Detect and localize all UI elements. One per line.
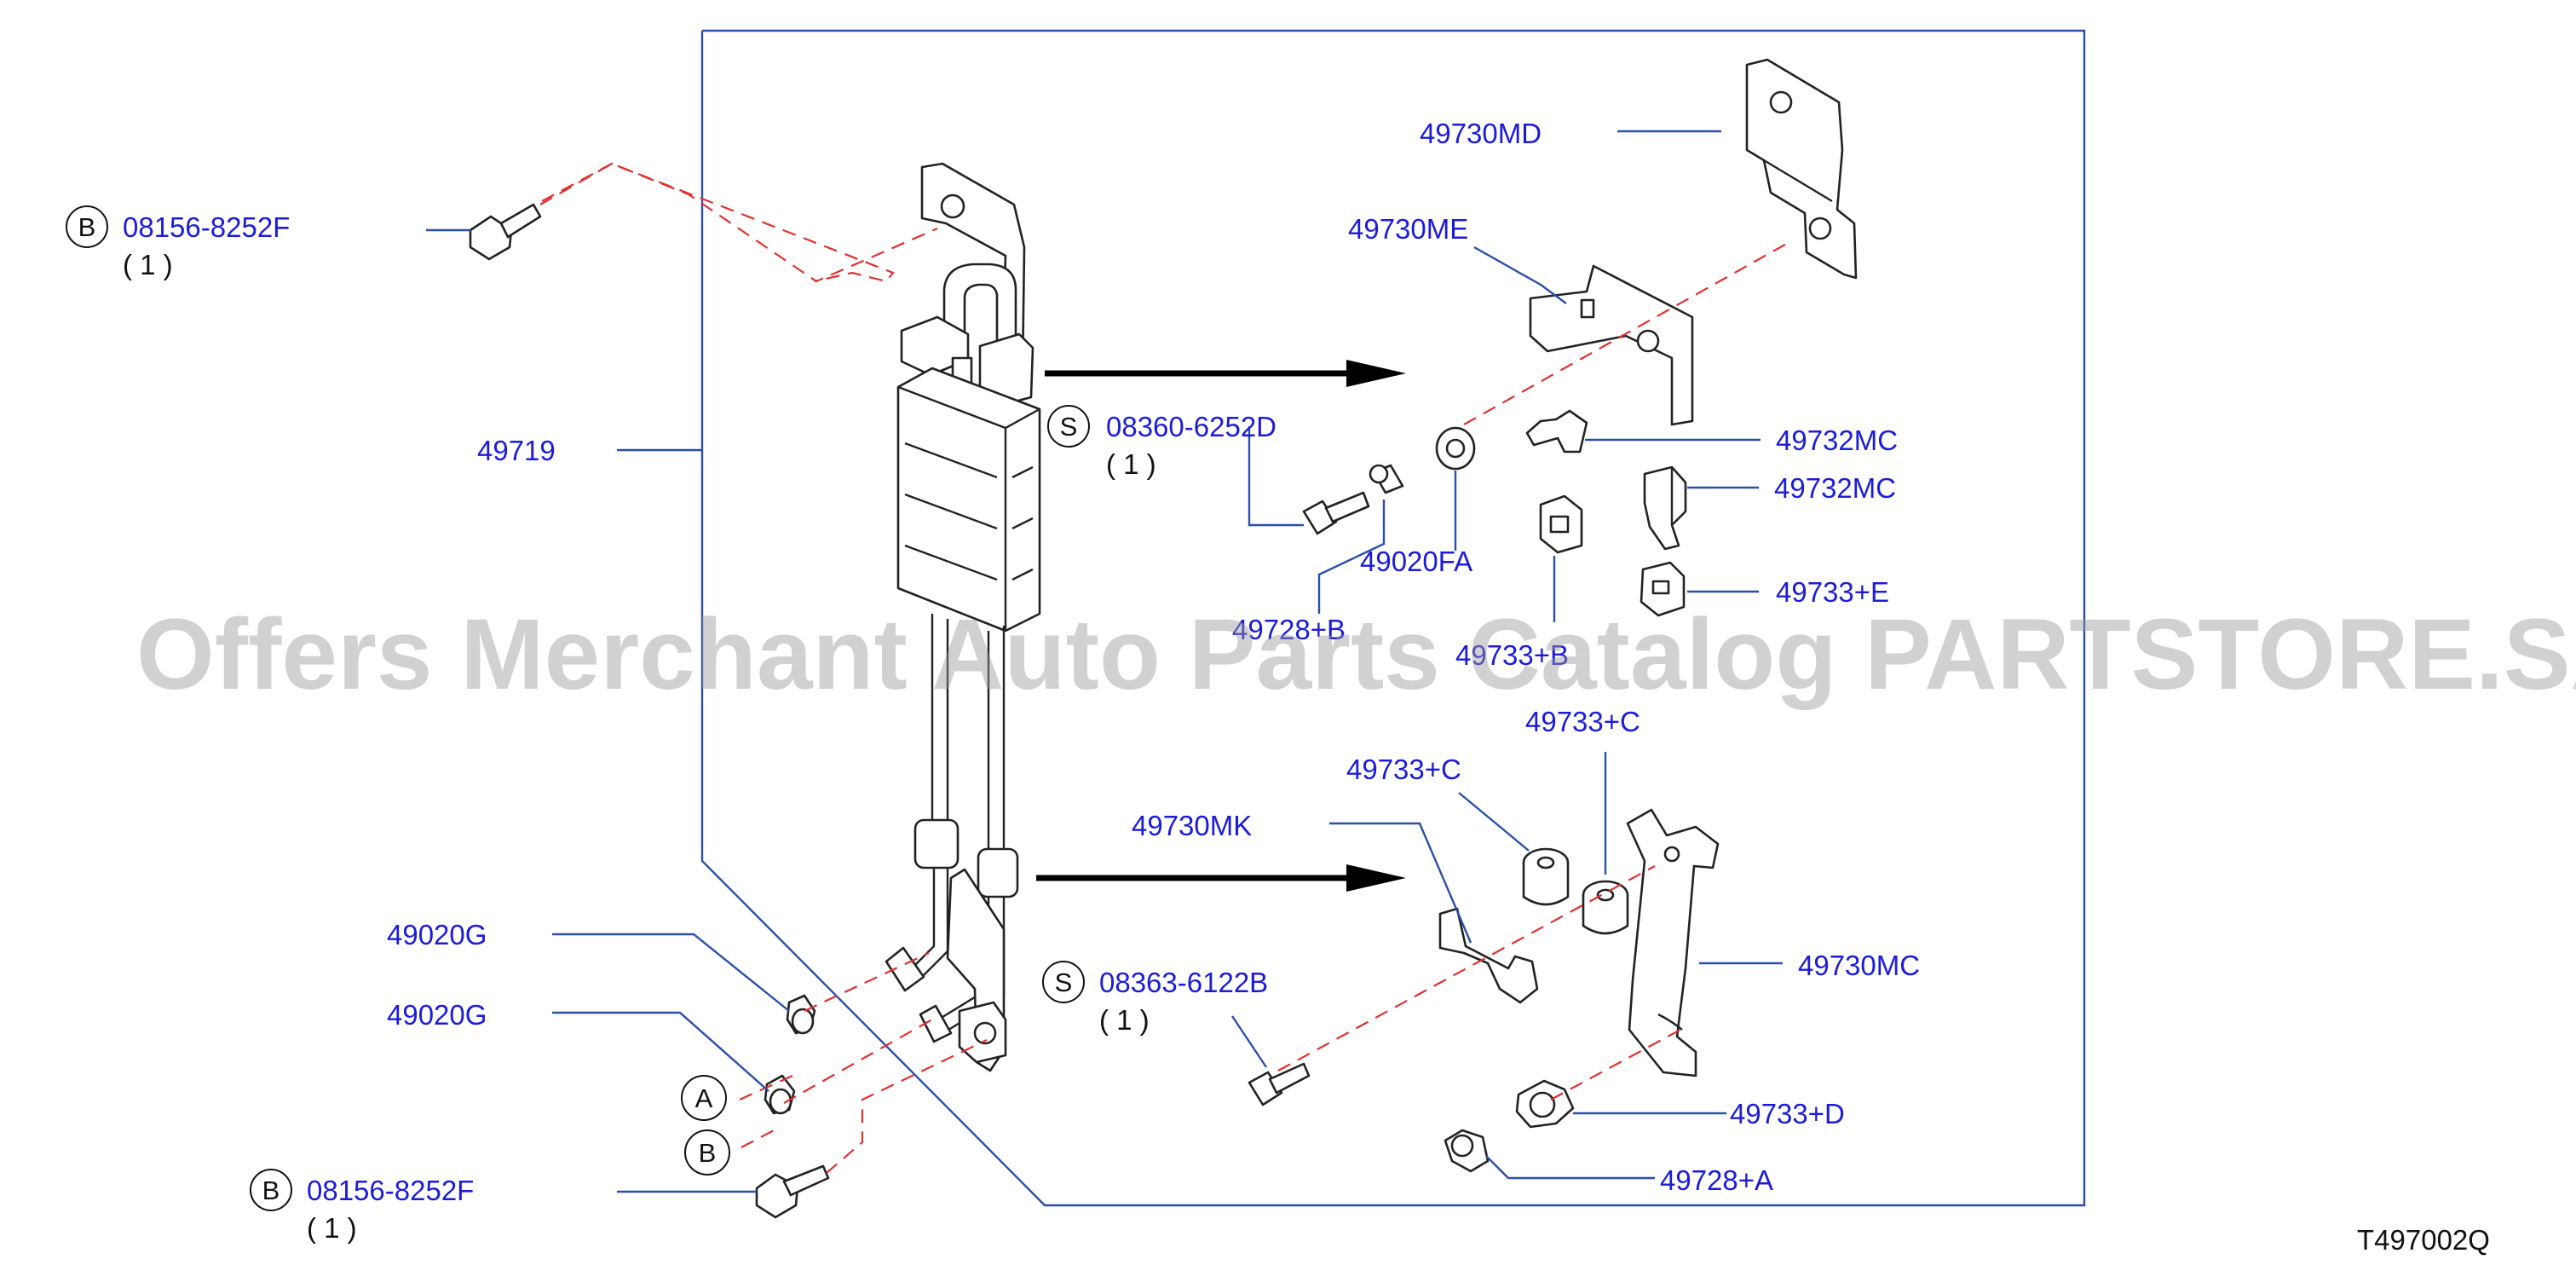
spacer-49020fa-drawing — [1435, 426, 1476, 471]
badge-b-bottom — [250, 1169, 292, 1211]
bracket-49730me-drawing — [1529, 264, 1694, 426]
hose-clamp-1-drawing — [786, 994, 816, 1035]
grommet-49733b-drawing — [1539, 494, 1583, 554]
badge-s-lower — [1042, 961, 1085, 1003]
part-number-clip-mc-1[interactable]: 49732MC — [1776, 425, 1898, 456]
callout-hose-clamp-1[interactable]: 49020G — [387, 919, 487, 950]
part-number-bracket-mk[interactable]: 49730MK — [1132, 810, 1252, 841]
callout-cooler[interactable]: 49719 — [477, 435, 556, 466]
clip-49732mc-lower-drawing — [1643, 465, 1687, 551]
qty-bolt-s-lower: ( 1 ) — [1099, 1004, 1150, 1036]
assembly-dashed-lines — [539, 162, 1790, 1174]
part-number-collar-b[interactable]: 49728+B — [1232, 614, 1346, 645]
callout-grommet-e[interactable]: 49733+E — [1776, 576, 1889, 608]
part-number-grommet-d[interactable]: 49733+D — [1730, 1098, 1845, 1129]
grommet-49733c-2-drawing — [1582, 880, 1629, 935]
diagram-code: T497002Q — [2357, 1224, 2490, 1256]
svg-text:A: A — [695, 1083, 713, 1113]
collar-49728a-drawing — [1444, 1129, 1490, 1173]
part-number-grommet-c-1[interactable]: 49733+C — [1346, 754, 1461, 785]
part-number-hose-clamp-2[interactable]: 49020G — [387, 999, 487, 1031]
bracket-49730md-drawing — [1745, 58, 1858, 280]
part-number-hose-clamp-1[interactable]: 49020G — [387, 919, 487, 950]
badge-s-lower-letter: S — [1055, 968, 1073, 997]
part-number-collar-a[interactable]: 49728+A — [1660, 1164, 1773, 1196]
callout-collar-b[interactable]: 49728+B — [1232, 614, 1346, 645]
clip-49732mc-upper-drawing — [1525, 409, 1588, 453]
direction-arrow-upper — [1045, 360, 1406, 387]
badge-s-upper-letter: S — [1060, 412, 1078, 442]
part-number-bolt-s-upper[interactable]: 08360-6252D — [1106, 411, 1276, 442]
collar-49728b-drawing — [1369, 464, 1404, 494]
callout-bolt-top[interactable]: B 08156-8252F ( 1 ) — [66, 205, 290, 280]
qty-bolt-bottom: ( 1 ) — [307, 1212, 357, 1244]
callout-grommet-c-1[interactable]: 49733+C — [1346, 754, 1461, 785]
callout-grommet-hidden[interactable]: 49733+B — [1455, 639, 1569, 671]
hose-clamp-2-drawing — [764, 1074, 796, 1115]
watermark-text: Offers Merchant Auto Parts Catalog PARTS… — [136, 598, 2576, 711]
callout-hose-clamp-2[interactable]: 49020G — [387, 999, 487, 1031]
part-number-bolt-top[interactable]: 08156-8252F — [123, 211, 290, 243]
part-number-bolt-s-lower[interactable]: 08363-6122B — [1099, 967, 1268, 998]
badge-s-upper — [1047, 405, 1090, 448]
leader-lines — [426, 130, 1783, 1193]
badge-b-top — [66, 205, 108, 248]
part-number-bracket-me[interactable]: 49730ME — [1348, 213, 1468, 245]
callout-bracket-md[interactable]: 49730MD — [1420, 118, 1542, 149]
callout-grommet-c-2[interactable]: 49733+C — [1525, 706, 1640, 737]
callout-clip-mc-1[interactable]: 49732MC — [1776, 425, 1898, 456]
grommet-49733c-1-drawing — [1522, 847, 1570, 906]
callout-bracket-mc[interactable]: 49730MC — [1798, 950, 1920, 981]
part-number-grommet-e[interactable]: 49733+E — [1776, 576, 1889, 608]
bolt-b-bottom-drawing — [755, 1164, 830, 1219]
svg-text:B: B — [699, 1138, 717, 1168]
callout-bolt-bottom[interactable]: B 08156-8252F ( 1 ) — [250, 1169, 474, 1244]
qty-bolt-top: ( 1 ) — [123, 249, 173, 280]
callout-bolt-s-lower[interactable]: S 08363-6122B ( 1 ) — [1042, 961, 1268, 1036]
badge-b-bottom-letter: B — [262, 1175, 280, 1205]
callout-spacer-fa[interactable]: 49020FA — [1360, 546, 1472, 577]
callout-collar-a[interactable]: 49728+A — [1660, 1164, 1773, 1196]
reference-marker-b: B — [684, 1129, 730, 1175]
grommet-49733e-drawing — [1640, 561, 1686, 617]
part-number-spacer-fa[interactable]: 49020FA — [1360, 546, 1472, 577]
part-number-grommet-c-2[interactable]: 49733+C — [1525, 706, 1640, 737]
bolt-b-top-drawing — [469, 203, 542, 261]
oil-cooler-drawing — [885, 162, 1041, 1072]
part-number-clip-mc-2[interactable]: 49732MC — [1774, 472, 1896, 504]
part-number-cooler[interactable]: 49719 — [477, 435, 556, 466]
callout-bracket-me[interactable]: 49730ME — [1348, 213, 1468, 245]
bolt-s-lower-drawing — [1248, 1062, 1311, 1106]
part-number-bracket-mc[interactable]: 49730MC — [1798, 950, 1920, 981]
bracket-49730mc-drawing — [1626, 808, 1720, 1077]
bolt-s-upper-drawing — [1302, 491, 1370, 535]
part-number-bracket-md[interactable]: 49730MD — [1420, 118, 1542, 149]
callout-clip-mc-2[interactable]: 49732MC — [1774, 472, 1896, 504]
assembly-frame — [700, 29, 2086, 1207]
reference-marker-a: A — [681, 1075, 727, 1121]
part-number-grommet-hidden[interactable]: 49733+B — [1455, 639, 1569, 671]
callout-bolt-s-upper[interactable]: S 08360-6252D ( 1 ) — [1047, 405, 1276, 480]
part-number-bolt-bottom[interactable]: 08156-8252F — [307, 1175, 474, 1206]
bracket-49730mk-drawing — [1438, 907, 1539, 1004]
callout-bracket-mk[interactable]: 49730MK — [1132, 810, 1252, 841]
callout-grommet-d[interactable]: 49733+D — [1730, 1098, 1845, 1129]
grommet-49733d-drawing — [1515, 1079, 1575, 1129]
qty-bolt-s-upper: ( 1 ) — [1106, 448, 1156, 480]
badge-b-top-letter: B — [78, 212, 96, 242]
direction-arrow-lower — [1036, 864, 1406, 892]
